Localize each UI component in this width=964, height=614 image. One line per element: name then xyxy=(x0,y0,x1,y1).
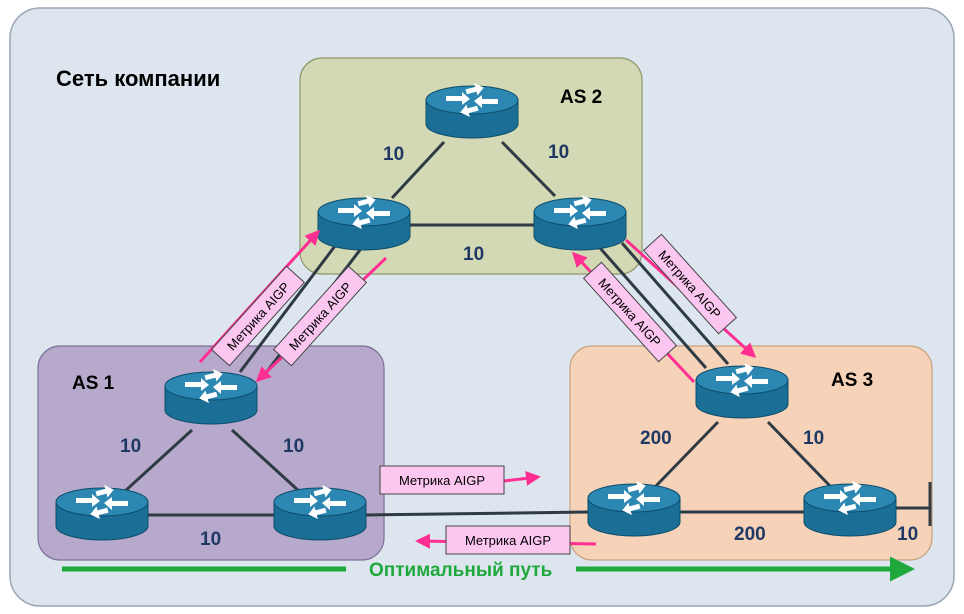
link-as2-as3-b xyxy=(620,242,730,365)
arrow-icon-aigp-as1-to-as3 xyxy=(503,470,541,486)
metric-as1-right: 10 xyxy=(283,436,304,457)
metric-as2-bottom: 10 xyxy=(463,244,484,265)
link-as3-top-left xyxy=(652,420,720,490)
as3-label: AS 3 xyxy=(831,370,873,391)
metric-as3-left: 200 xyxy=(640,428,672,449)
link-as1-top-left xyxy=(122,428,194,494)
metric-as2-left: 10 xyxy=(383,144,404,165)
metric-as2-right: 10 xyxy=(548,142,569,163)
metric-as1-bottom: 10 xyxy=(200,529,221,550)
link-as1-as3 xyxy=(365,510,589,517)
metric-as1-left: 10 xyxy=(120,436,141,457)
metric-as3-bottom: 200 xyxy=(734,524,766,545)
aigp-tag-label: Метрика AIGP xyxy=(465,533,551,548)
aigp-tag-label: Метрика AIGP xyxy=(399,473,485,488)
aigp-tag-6: Метрика AIGP xyxy=(445,525,571,555)
link-as1-top-right xyxy=(230,428,302,494)
link-as2-as1-a xyxy=(238,241,340,373)
as2-label: AS 2 xyxy=(560,87,602,108)
metric-as3-stub: 10 xyxy=(897,524,918,545)
link-as2-top-right xyxy=(500,140,557,198)
page-title: Сеть компании xyxy=(56,66,220,91)
as1-label: AS 1 xyxy=(72,373,115,394)
link-as2-as3-a xyxy=(598,247,708,369)
metric-as3-right: 10 xyxy=(803,428,824,449)
aigp-tag-5: Метрика AIGP xyxy=(379,465,505,495)
link-as3-top-right xyxy=(766,420,832,488)
optimal-path-label: Оптимальный путь xyxy=(369,560,552,581)
link-as2-top-left xyxy=(390,140,446,200)
